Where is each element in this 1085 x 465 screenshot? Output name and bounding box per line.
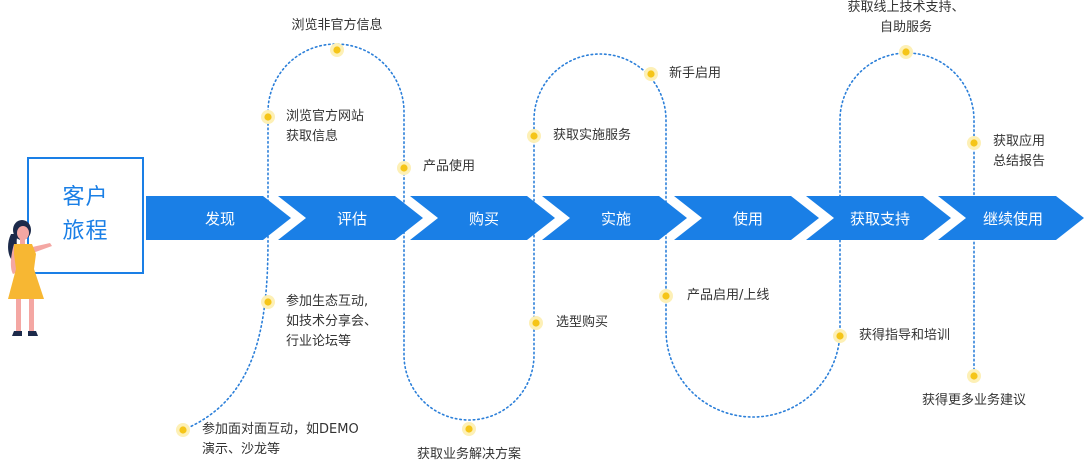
dot-impl-service	[527, 129, 541, 143]
title-line-2: 旅程	[62, 219, 109, 244]
label-browse-official: 浏览官方网站 获取信息	[286, 107, 364, 147]
stage-label-discover: 发现	[204, 210, 235, 228]
touchpoint-dots	[176, 43, 981, 437]
stage-label-get-support: 获取支持	[849, 210, 910, 228]
dot-face-to-face	[176, 423, 190, 437]
label-app-report: 获取应用 总结报告	[993, 132, 1045, 172]
stage-arrow-7	[938, 196, 1084, 240]
label-ecosystem-line-3: 行业论坛等	[286, 334, 352, 349]
label-go-live: 产品启用/上线	[687, 288, 770, 303]
label-ecosystem: 参加生态互动, 如技术分享会、 行业论坛等	[286, 292, 377, 352]
stage-arrow-3	[410, 196, 555, 240]
label-face-to-face-line-1: 参加面对面互动，如DEMO	[202, 422, 359, 437]
label-more-advice: 获得更多业务建议	[921, 393, 1026, 408]
dot-product-usage	[397, 161, 411, 175]
label-solution: 获取业务解决方案	[416, 447, 521, 462]
stage-label-implement: 实施	[600, 210, 631, 228]
label-ecosystem-line-1: 参加生态互动,	[286, 294, 369, 309]
dot-guidance	[833, 329, 847, 343]
label-browse-official-line-1: 浏览官方网站	[286, 109, 365, 124]
dot-ecosystem	[261, 295, 275, 309]
stage-label-use: 使用	[732, 210, 763, 228]
dot-go-live	[659, 289, 673, 303]
title-line-1: 客户	[62, 185, 109, 210]
dot-app-report	[967, 136, 981, 150]
stage-arrow-5	[674, 196, 819, 240]
stage-arrow-6	[806, 196, 951, 240]
stage-label-purchase: 购买	[468, 210, 499, 228]
dot-more-advice	[967, 369, 981, 383]
label-face-to-face: 参加面对面互动，如DEMO 演示、沙龙等	[202, 420, 359, 460]
label-app-report-line-2: 总结报告	[993, 154, 1046, 169]
stage-label-evaluate: 评估	[336, 210, 367, 228]
label-online-support-line-2: 自助服务	[879, 20, 932, 35]
dot-solution	[462, 422, 476, 436]
label-online-support-line-1: 获取线上技术支持、	[847, 0, 965, 15]
label-guidance: 获得指导和培训	[859, 328, 951, 343]
label-onboarding: 新手启用	[669, 66, 722, 81]
stage-arrow-2	[278, 196, 423, 240]
dot-online-support	[899, 45, 913, 59]
label-ecosystem-line-2: 如技术分享会、	[286, 314, 378, 329]
dot-onboarding	[644, 67, 658, 81]
person-illustration-icon	[8, 220, 52, 336]
label-browse-official-line-2: 获取信息	[286, 129, 339, 144]
dot-browse-unofficial	[330, 43, 344, 57]
customer-journey-title-box: 客户 旅程	[27, 157, 144, 274]
stage-arrows	[146, 196, 1084, 240]
dot-selection	[529, 316, 543, 330]
label-app-report-line-1: 获取应用	[993, 134, 1046, 149]
label-product-usage: 产品使用	[423, 159, 476, 174]
stage-label-continue-use: 继续使用	[982, 210, 1043, 228]
label-online-support: 获取线上技术支持、 自助服务	[836, 0, 976, 38]
stage-arrow-4	[542, 196, 687, 240]
label-face-to-face-line-2: 演示、沙龙等	[202, 442, 281, 457]
stage-arrow-1	[146, 196, 291, 240]
label-browse-unofficial: 浏览非官方信息	[291, 18, 383, 33]
label-selection: 选型购买	[556, 315, 609, 330]
dot-browse-official	[261, 110, 275, 124]
label-impl-service: 获取实施服务	[553, 128, 632, 143]
journey-path	[182, 43, 975, 431]
